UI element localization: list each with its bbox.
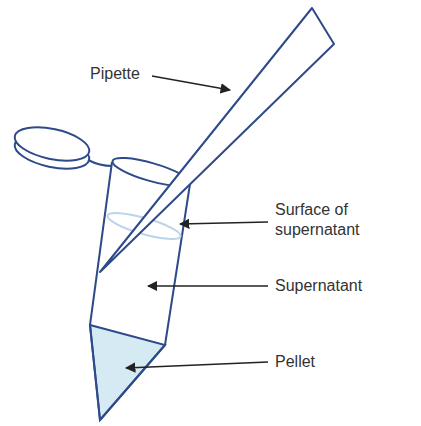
part-label: Pellet [275,352,315,372]
part-label: Pipette [90,64,140,84]
part-label: Surface of supernatant [275,200,395,240]
tube-lid [12,121,112,174]
leader-arrows [126,76,268,368]
part-label: Supernatant [275,276,362,296]
pellet-fill [90,325,165,420]
